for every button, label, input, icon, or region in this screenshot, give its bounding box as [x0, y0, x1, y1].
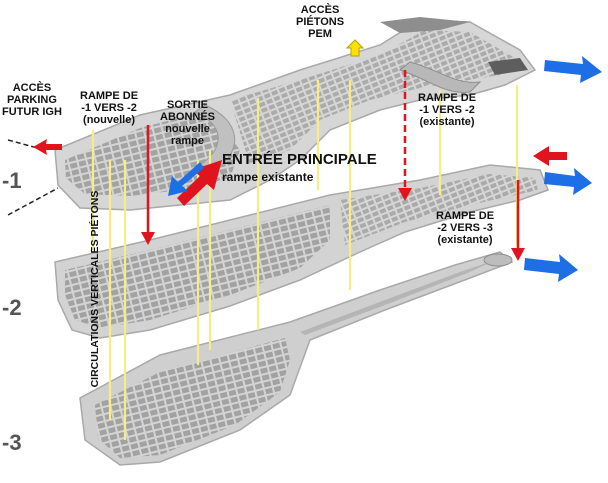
label-rampe-existante: rampe existante [222, 170, 314, 184]
level-label-3: -3 [2, 430, 22, 455]
level-label-2: -2 [2, 295, 22, 320]
label-sortie-abonnes: SORTIE ABONNÉS nouvelle rampe [160, 99, 216, 147]
exit-arrow-lower-right [524, 254, 578, 282]
label-acces-pietons: ACCÈS PIÉTONS PEM [296, 4, 345, 40]
label-circulations-verticales: CIRCULATIONS VERTICALES PIÉTONS [89, 190, 101, 388]
label-rampe-2-3: RAMPE DE -2 VERS -3 (existante) [436, 210, 495, 246]
parking-access-dashes [7, 139, 59, 216]
entry-arrow-right [533, 146, 567, 166]
ramp-arrows [141, 70, 525, 261]
level-1-slab [54, 17, 537, 211]
label-rampe-1-2-existante: RAMPE DE -1 VERS -2 (existante) [418, 92, 477, 128]
label-entree-principale: ENTRÉE PRINCIPALE [222, 151, 377, 168]
level-3-slab [79, 251, 514, 466]
exit-arrow-mid-right [544, 168, 592, 195]
vertical-circulation-lines [91, 80, 519, 440]
igh-access-arrow [33, 139, 62, 155]
label-acces-parking: ACCÈS PARKING FUTUR IGH [2, 82, 62, 118]
level-label-1: -1 [2, 168, 22, 193]
exit-arrow-top-right [544, 56, 602, 83]
main-entrance-arrow [177, 160, 222, 206]
pem-access-arrow [345, 39, 365, 57]
subscriber-exit-arrow [168, 162, 204, 196]
label-rampe-1-2-nouvelle: RAMPE DE -1 VERS -2 (nouvelle) [80, 90, 139, 126]
